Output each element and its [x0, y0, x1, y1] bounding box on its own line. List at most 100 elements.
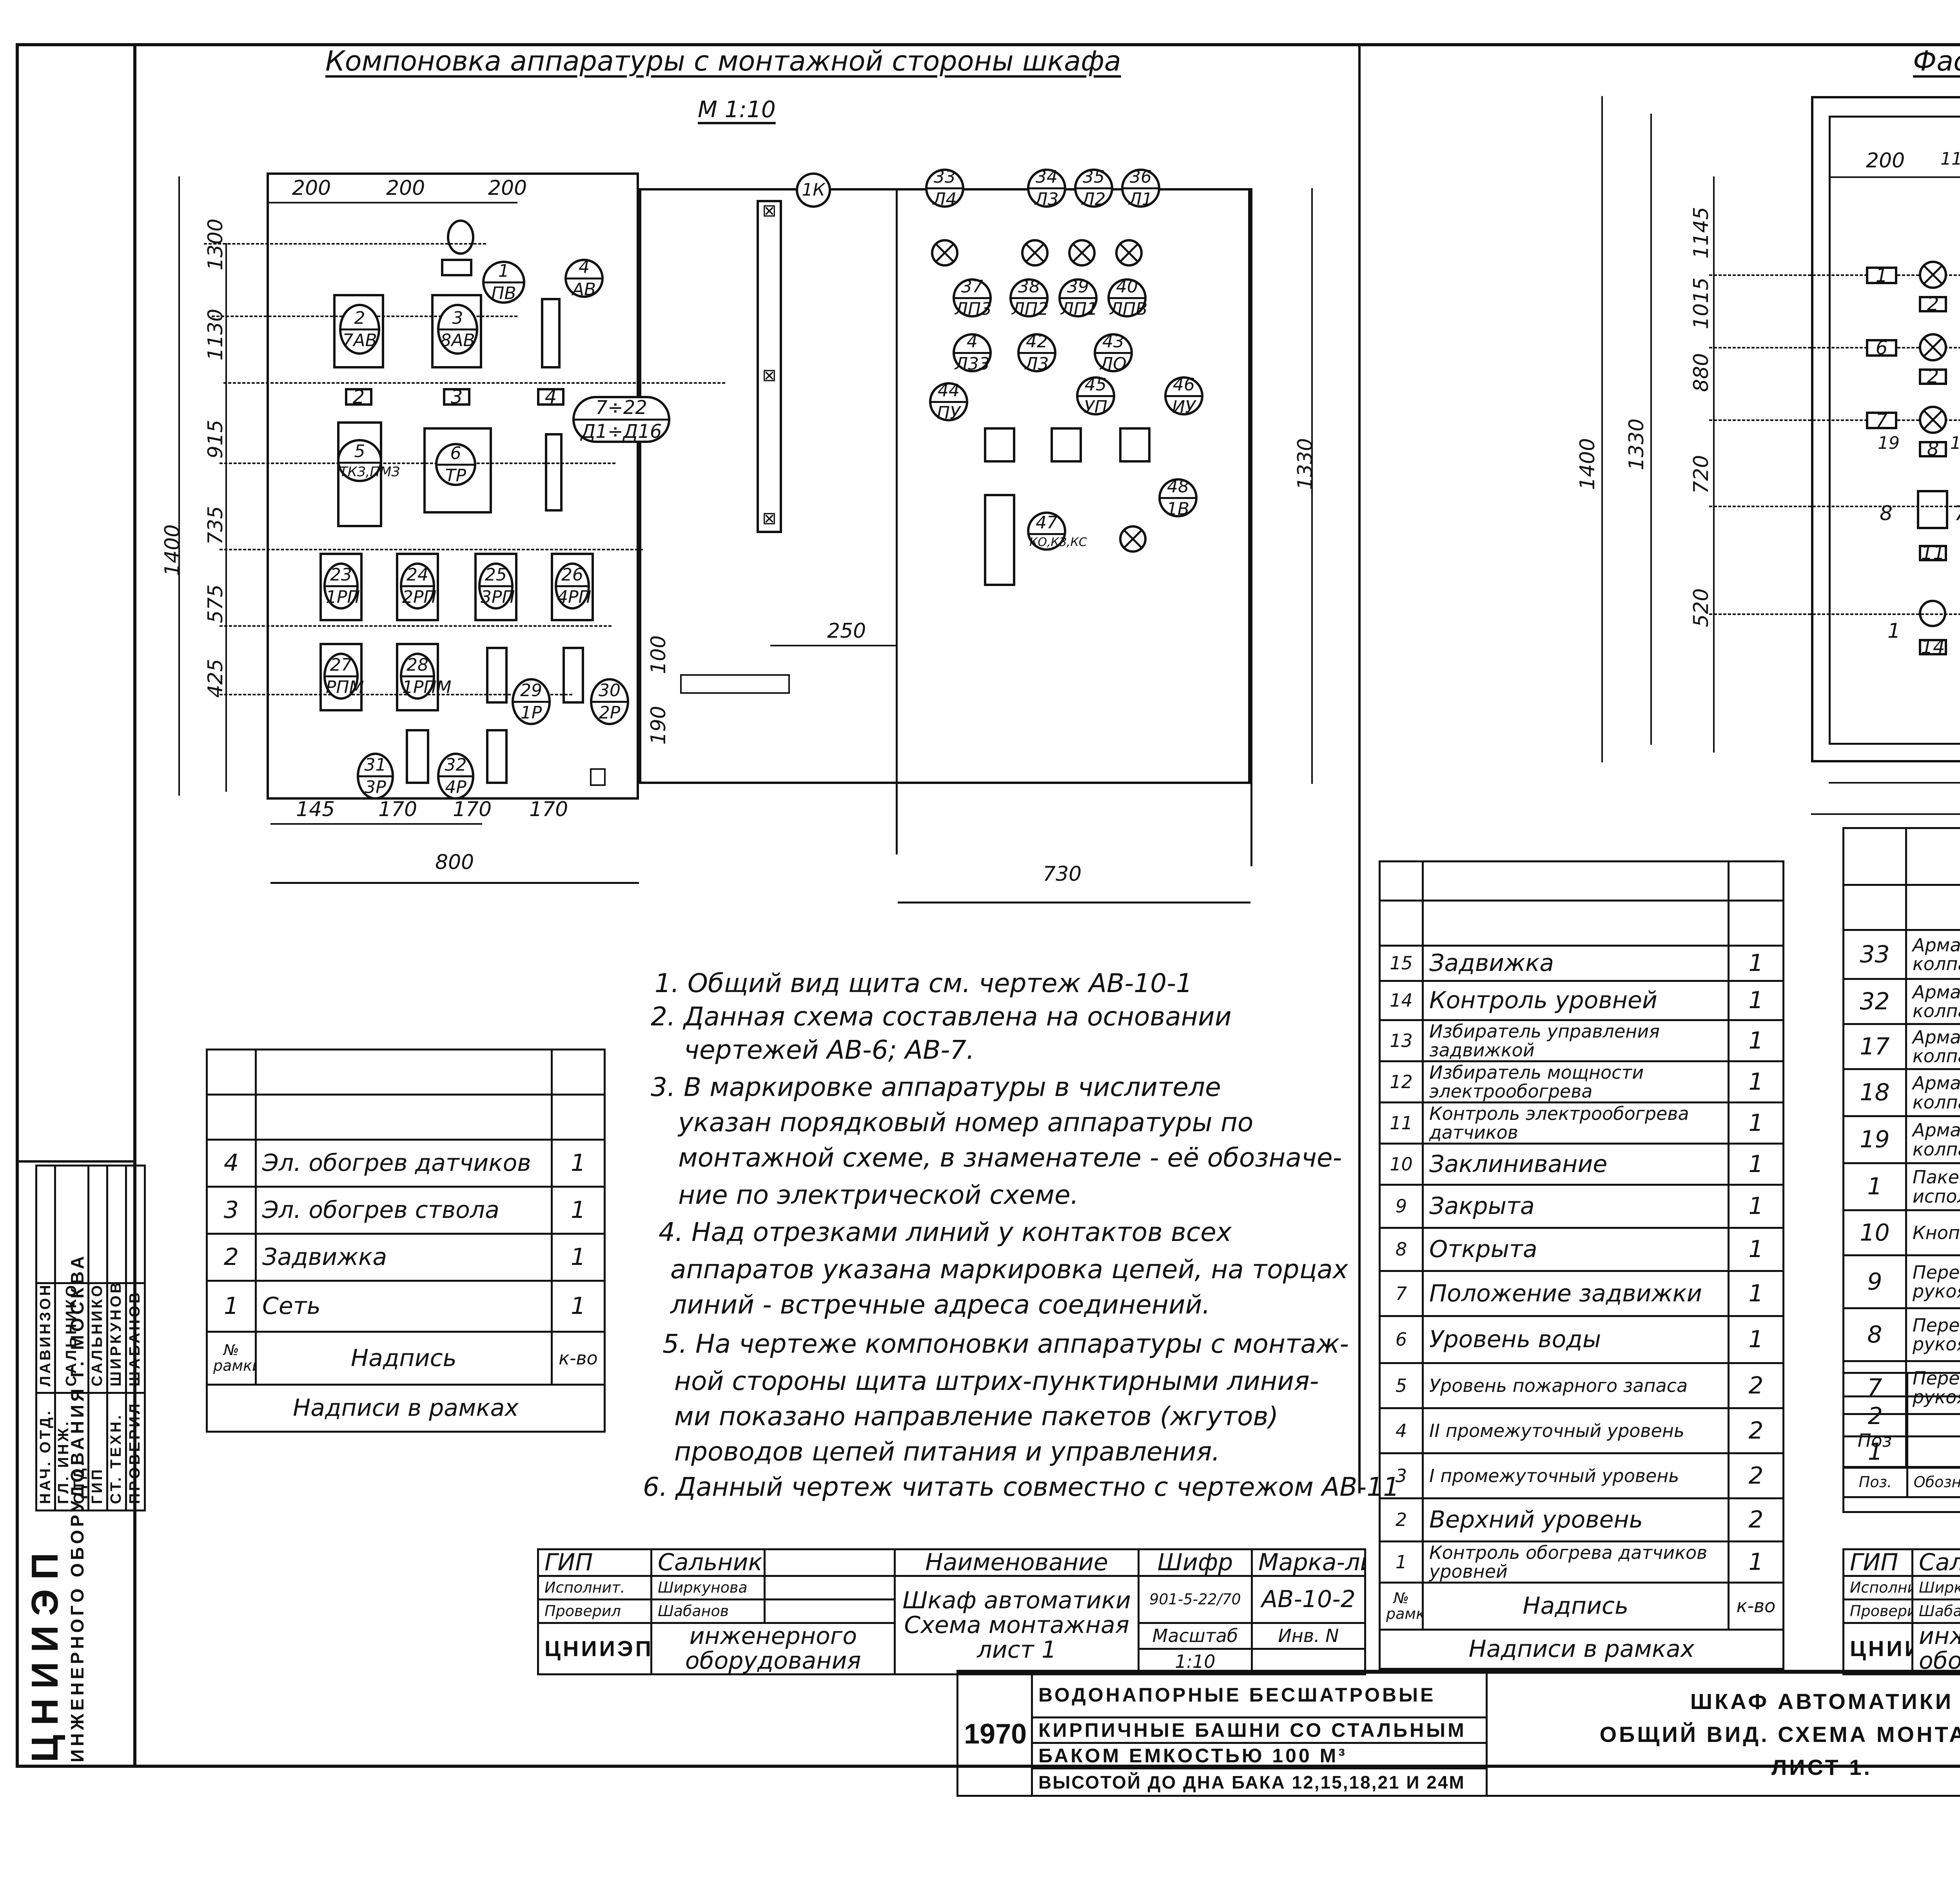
ground-terminal [590, 768, 606, 786]
facade-dim-520: 520 [1690, 588, 1713, 627]
button-box-45 [1051, 427, 1082, 463]
facade-dim-200: 200 [1866, 149, 1905, 172]
facade-width-730-line [1829, 782, 1960, 784]
dim-door-190: 190 [647, 706, 670, 745]
sheet-title: Шкаф автоматики общий вид. Схема монтажн… [1486, 1671, 1960, 1797]
dim-door-250: 250 [827, 619, 866, 643]
dim-bottom-170-b: 170 [453, 798, 492, 821]
facade-dim-880: 880 [1690, 353, 1713, 392]
hinge-marker-top-icon: ⊠ [762, 201, 777, 221]
relay-26-body [551, 553, 594, 621]
mid-frame-table-title: Надписи в рамках [1379, 1629, 1784, 1670]
facade-lamp-33-1 [1919, 261, 1947, 289]
lamp-35 [1068, 239, 1096, 267]
note-line: чертежей АВ-6; АВ-7. [684, 1035, 975, 1065]
harness-line-5 [220, 549, 643, 550]
terminal-tag-3: 3 [443, 388, 470, 406]
table-header-row: № рамкиНадписьк-во [206, 1331, 606, 1386]
facade-level-3 [1709, 419, 1960, 421]
lamp-33 [931, 239, 958, 267]
table-row: 17Арматура сигнальная с зеленым колпачко… [1842, 1023, 1960, 1070]
facade-leader-17: 17 [1950, 433, 1960, 453]
switch-box-47 [984, 494, 1015, 586]
harness-line-1 [204, 243, 486, 245]
table-row: 1Щит шкафной малогабаритный ЩШМ 1400×800… [1842, 1435, 1960, 1469]
note-line: 1. Общий вид щита см. чертеж АВ-10-1 [655, 968, 1192, 998]
relay-32-body [486, 729, 508, 784]
breaker-3-body [431, 294, 482, 368]
door-right-edge [1250, 188, 1252, 866]
center-divider [1358, 43, 1361, 1493]
width-dim-800-line [270, 882, 639, 884]
dim-top-200-c: 200 [488, 176, 527, 200]
bottom-dim-line [270, 823, 482, 825]
note-line: ние по электрической схеме. [678, 1180, 1079, 1210]
facade-frame-r1-2: 2 [1919, 295, 1947, 314]
table-row: 33Арматура сигнальная с белым колпачком … [1842, 929, 1960, 980]
table-header-row: Поз.ОбозначениеНаименованиек-воВесМатери… [1842, 1466, 1960, 1498]
dim-overall-height: 1400 [161, 524, 184, 576]
facade-leader-7: 7 [1954, 502, 1960, 525]
dim-door-100: 100 [647, 635, 670, 674]
note-line: проводов цепей питания и управления. [674, 1437, 1220, 1467]
lamp-36 [1115, 239, 1143, 267]
facade-packet-switch-1 [1919, 600, 1946, 627]
lamp-34 [1021, 239, 1049, 267]
harness-line-6 [220, 625, 612, 627]
height-dim-line [178, 176, 180, 796]
height-dim-line-2 [225, 243, 227, 792]
facade-lamp-19 [1919, 406, 1947, 434]
table-row: 8Переключатель универсальный рукоятка ре… [1842, 1307, 1960, 1362]
signature [764, 1575, 896, 1600]
relay-5-body [337, 421, 382, 527]
button-box-44 [984, 427, 1015, 463]
relay-23-body [319, 553, 363, 621]
terminal-tag-2: 2 [345, 388, 372, 406]
table-header-row: № рамкиНадписьк-во [1379, 1582, 1784, 1631]
hinge-marker-bot-icon: ⊠ [762, 508, 777, 528]
breaker-2-body [333, 294, 384, 368]
tag-1 [441, 259, 472, 276]
relay-29-body [486, 647, 508, 704]
terminal-tag-4: 4 [537, 388, 564, 406]
facade-dim-110a: 110 [1940, 149, 1960, 169]
table-row: 1Пакетный выключатель ~380 В, 6 а, I исп… [1842, 1162, 1960, 1211]
facade-dim-720: 720 [1690, 455, 1713, 494]
facade-dim-1015: 1015 [1690, 277, 1713, 329]
height-1330-line [1311, 188, 1313, 784]
side-strip-signoffs: Нач. отд.Лавинзон Гл. инж. отд.Сальников… [35, 1165, 146, 1511]
facade-switch-8 [1917, 490, 1948, 529]
top-dim-line [267, 202, 517, 203]
facade-frame-6: 6 [1866, 339, 1897, 357]
relay-27-body [319, 643, 363, 711]
transformer-6-body [423, 427, 492, 513]
